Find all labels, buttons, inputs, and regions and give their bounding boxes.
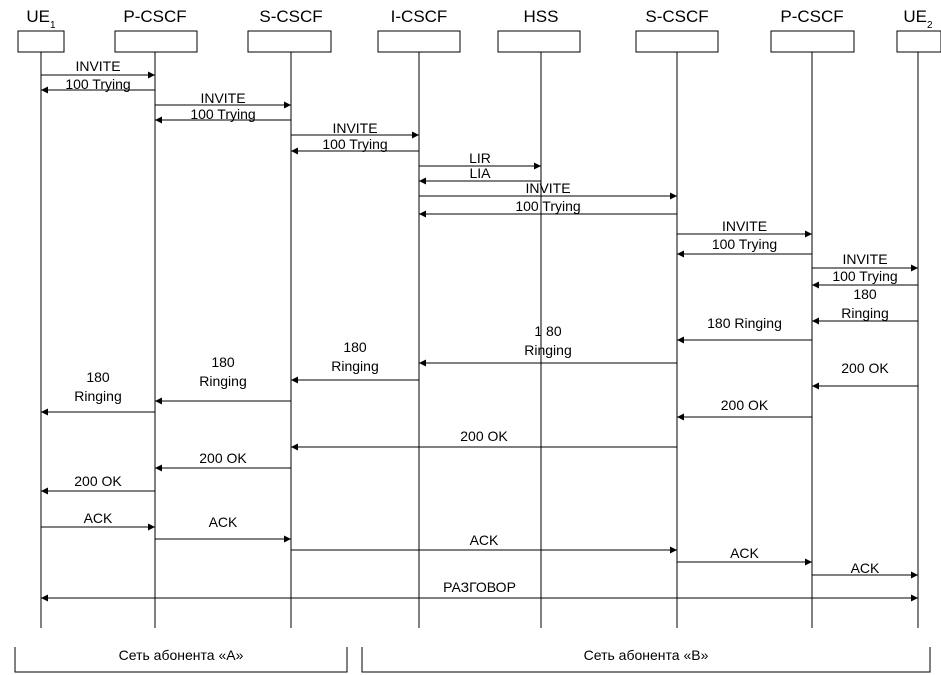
entity-label-scscf2: S-CSCF <box>645 7 708 26</box>
message-label: 180 Ringing <box>707 315 782 331</box>
entity-label-pcscf2: P-CSCF <box>780 7 843 26</box>
network-group-b: Сеть абонента «В» <box>361 647 931 673</box>
network-label: Сеть абонента «А» <box>119 647 244 663</box>
message-29: ACK <box>677 545 812 566</box>
message-label: INVITE <box>722 218 767 234</box>
message-label: Ringing <box>74 388 121 404</box>
message-label: ACK <box>730 545 759 561</box>
message-label: INVITE <box>200 90 245 106</box>
message-label: LIA <box>469 165 491 181</box>
message-label: ACK <box>84 510 113 526</box>
message-label: 180 <box>211 354 235 370</box>
message-10: 100 Trying <box>419 198 677 218</box>
message-label: ACK <box>470 532 499 548</box>
message-label: 200 OK <box>199 450 247 466</box>
entity-label-hss: HSS <box>524 7 559 26</box>
message-label: 100 Trying <box>832 268 897 284</box>
message-label: 180 <box>86 369 110 385</box>
message-5: INVITE <box>291 120 419 139</box>
message-12: 100 Trying <box>677 236 812 258</box>
network-bracket <box>14 647 348 673</box>
message-label: 100 Trying <box>65 76 130 92</box>
entity-box-pcscf1 <box>114 30 198 53</box>
network-bracket <box>361 647 931 673</box>
message-label: ACK <box>851 560 880 576</box>
network-group-a: Сеть абонента «А» <box>14 647 348 673</box>
entity-box-scscf1 <box>247 30 332 53</box>
message-label: Ringing <box>524 342 571 358</box>
message-label: 1 80 <box>534 323 561 339</box>
message-label: LIR <box>469 150 491 166</box>
message-label: ACK <box>209 514 238 530</box>
network-label: Сеть абонента «В» <box>584 647 709 663</box>
message-31: РАЗГОВОР <box>41 579 918 602</box>
message-label: 100 Trying <box>515 198 580 214</box>
entity-label-scscf1: S-CSCF <box>259 7 322 26</box>
entity-label-pcscf1: P-CSCF <box>123 7 186 26</box>
message-label: 200 OK <box>460 428 508 444</box>
message-25: 200 OK <box>41 473 155 495</box>
message-label: INVITE <box>525 180 570 196</box>
message-label: Ringing <box>331 358 378 374</box>
message-label: 200 OK <box>841 360 889 376</box>
entity-box-hss <box>497 30 581 53</box>
message-24: 200 OK <box>155 450 291 472</box>
entity-label-ue1: UE1 <box>26 7 56 31</box>
entity-box-icscf <box>377 30 461 53</box>
message-1: INVITE <box>41 58 155 79</box>
message-13: INVITE <box>812 251 918 272</box>
message-22: 200 OK <box>677 397 812 421</box>
message-2: 100 Trying <box>41 76 155 94</box>
message-label: 180 <box>343 339 367 355</box>
message-label: 100 Trying <box>190 106 255 122</box>
network-groups: Сеть абонента «А» Сеть абонента «В» <box>14 647 931 673</box>
message-14: 100 Trying <box>812 268 918 289</box>
message-label: 180 <box>853 286 877 302</box>
message-3: INVITE <box>155 90 291 109</box>
message-9: INVITE <box>419 180 677 200</box>
message-label: 200 OK <box>74 473 122 489</box>
entities: UE1 P-CSCF S-CSCF I-CSCF HSS S-CSCF P-CSCF UE2 <box>17 7 941 53</box>
message-23: 200 OK <box>291 428 677 451</box>
message-16: 180 Ringing <box>677 315 812 344</box>
message-label: РАЗГОВОР <box>443 579 516 595</box>
entity-label-icscf: I-CSCF <box>391 7 448 26</box>
message-label: 100 Trying <box>322 136 387 152</box>
message-21: 200 OK <box>812 360 918 390</box>
message-28: ACK <box>291 532 677 554</box>
message-7: LIR <box>419 150 541 170</box>
message-26: ACK <box>41 510 155 531</box>
entity-box-pcscf2 <box>770 30 855 53</box>
message-label: 100 Trying <box>712 236 777 252</box>
message-label: INVITE <box>842 251 887 267</box>
message-label: Ringing <box>841 305 888 321</box>
message-label: Ringing <box>199 373 246 389</box>
entity-box-scscf2 <box>635 30 719 53</box>
entity-label-ue2: UE2 <box>903 7 933 31</box>
message-label: 200 OK <box>721 397 769 413</box>
message-17: 1 80 Ringing <box>419 323 677 367</box>
message-label: INVITE <box>75 58 120 74</box>
message-27: ACK <box>155 514 291 543</box>
message-4: 100 Trying <box>155 106 291 124</box>
entity-box-ue2 <box>896 30 941 53</box>
message-30: ACK <box>812 560 918 579</box>
message-8: LIA <box>419 165 541 185</box>
message-11: INVITE <box>677 218 812 238</box>
entity-box-ue1 <box>17 30 65 53</box>
message-label: INVITE <box>332 120 377 136</box>
message-6: 100 Trying <box>291 136 419 155</box>
